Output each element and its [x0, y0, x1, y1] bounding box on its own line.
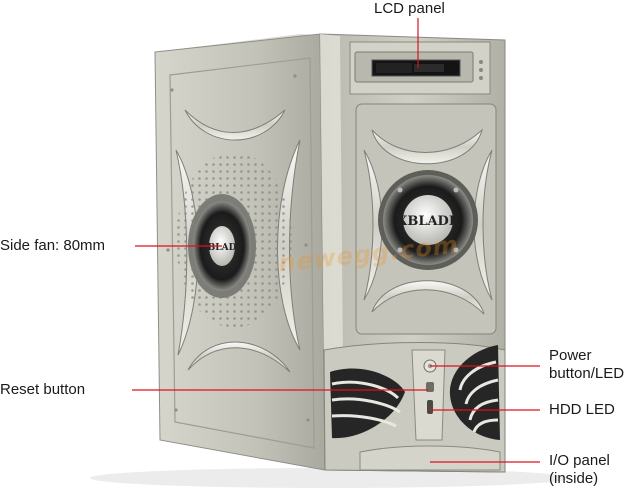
side-blade-upper [184, 109, 286, 141]
label-hdd-led: HDD LED [549, 401, 615, 418]
io-panel-door [359, 445, 501, 471]
front-fan-badge: XBLADE [397, 214, 459, 229]
hdd-led [427, 400, 433, 414]
floor-shadow [90, 468, 570, 488]
front-center-column [411, 349, 446, 441]
front-blade-left [363, 149, 383, 301]
label-io-panel: I/O panel (inside) [549, 452, 610, 488]
label-power-line2: button/LED [549, 365, 625, 382]
front-blade-bottom [371, 280, 485, 315]
label-io-line2: (inside) [549, 470, 599, 487]
lower-vent-right [449, 345, 500, 440]
front-fan: XBLADE [378, 170, 478, 270]
side-blade-lower [187, 341, 291, 373]
label-power-led: Power button/LED [549, 347, 624, 383]
label-reset-button: Reset button [0, 381, 86, 398]
front-blade-right [473, 149, 493, 301]
label-io-line1: I/O panel [549, 452, 610, 469]
label-side-fan: Side fan: 80mm [0, 237, 106, 254]
side-fan-badge: XBLADE [201, 243, 244, 253]
label-lcd-panel: LCD panel [374, 0, 445, 17]
label-power-line1: Power [549, 347, 592, 364]
front-blade-top [371, 128, 483, 165]
lower-vent-left [330, 368, 405, 439]
